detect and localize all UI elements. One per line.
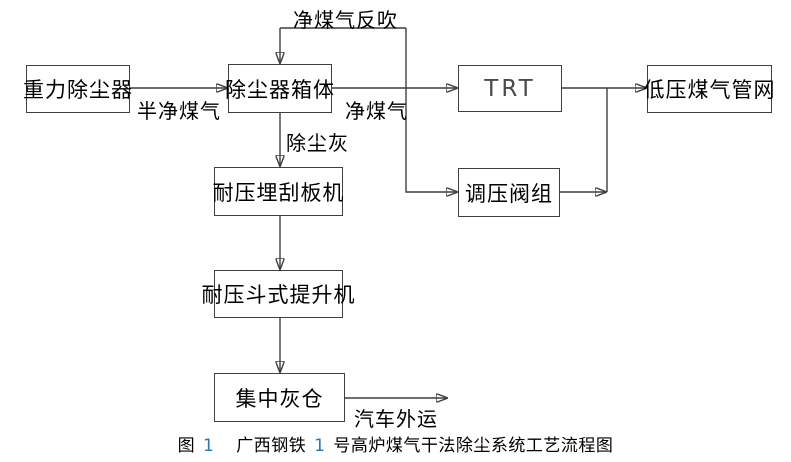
label-semi-clean-gas: 半净煤气 [137,99,221,123]
edge-riser-to-valve-group [405,28,457,192]
caption-furnace-number: 1 [314,436,326,456]
label-truck-transport: 汽车外运 [354,407,438,431]
node-lp-gas-network: 低压煤气管网 [644,65,775,113]
figure-caption: 图 1 广西钢铁 1 号高炉煤气干法除尘系统工艺流程图 [0,431,791,456]
label-clean-gas-backflush: 净煤气反吹 [293,8,398,32]
node-scraper-conveyor: 耐压埋刮板机 [213,167,344,216]
node-trt: TRT [458,65,562,112]
node-ash-bin: 集中灰仓 [214,373,345,422]
caption-text-system: 号高炉煤气干法除尘系统工艺流程图 [333,436,614,456]
label-clean-gas: 净煤气 [345,99,408,123]
caption-prefix: 图 [177,436,196,456]
node-gravity-duster: 重力除尘器 [23,65,132,113]
caption-text-plant: 广西钢铁 [236,436,307,456]
caption-figure-number: 1 [203,436,215,456]
label-dust-ash: 除尘灰 [286,131,349,155]
node-bucket-elevator: 耐压斗式提升机 [202,270,355,318]
node-duster-box: 除尘器箱体 [225,64,334,113]
node-pressure-valve-group: 调压阀组 [458,168,560,217]
